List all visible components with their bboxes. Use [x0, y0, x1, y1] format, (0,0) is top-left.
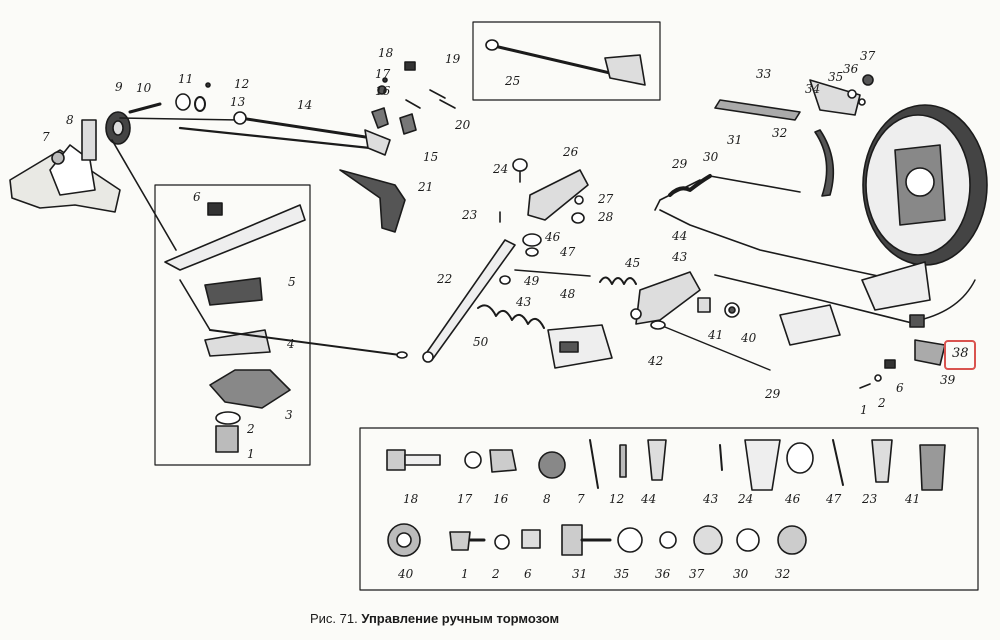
callout-15: 15 [423, 150, 439, 164]
inset-box-25 [472, 21, 661, 101]
part-label-18: 18 [403, 492, 419, 506]
callout-32: 32 [772, 126, 788, 140]
part-label-41: 41 [905, 492, 921, 506]
callout-17: 17 [375, 67, 391, 81]
highlight-box-38 [944, 340, 976, 370]
callout-6b: 6 [896, 381, 904, 395]
part-label-12: 12 [609, 492, 625, 506]
callout-25: 25 [505, 74, 521, 88]
part-label-7: 7 [577, 492, 585, 506]
callout-26: 26 [563, 145, 579, 159]
callout-38: 38 [952, 346, 969, 361]
pulley-lever [105, 82, 241, 251]
part-label-31: 31 [572, 567, 588, 581]
bracket-parts [371, 61, 456, 135]
callout-7: 7 [42, 130, 50, 144]
part-label-2: 2 [492, 567, 500, 581]
part-label-36: 36 [655, 567, 671, 581]
part-label-32: 32 [775, 567, 791, 581]
part-label-35: 35 [614, 567, 630, 581]
callout-28: 28 [598, 210, 614, 224]
callout-48: 48 [560, 287, 576, 301]
part-label-46: 46 [785, 492, 801, 506]
callout-24: 24 [493, 162, 509, 176]
inset-box-mount [154, 184, 408, 466]
callout-36: 36 [843, 62, 859, 76]
callout-6: 6 [193, 190, 201, 204]
callout-19: 19 [445, 52, 461, 66]
callout-3: 3 [285, 408, 293, 422]
figure-caption: Рис. 71. Управление ручным тормозом [310, 611, 559, 626]
callout-31: 31 [727, 133, 743, 147]
callout-21: 21 [418, 180, 434, 194]
part-label-16: 16 [493, 492, 509, 506]
callout-22: 22 [437, 272, 453, 286]
callout-2: 2 [247, 422, 255, 436]
part-label-40: 40 [398, 567, 414, 581]
lever-42 [599, 271, 771, 371]
callout-35: 35 [828, 70, 844, 84]
rod-14 [178, 111, 406, 233]
callout-11: 11 [178, 72, 194, 86]
callout-50: 50 [473, 335, 489, 349]
callout-29: 29 [672, 157, 688, 171]
caption-prefix: Рис. 71. [310, 611, 358, 626]
callout-46: 46 [545, 230, 561, 244]
part-label-44: 44 [641, 492, 657, 506]
callout-39: 39 [940, 373, 956, 387]
callout-30: 30 [703, 150, 719, 164]
callout-23: 23 [462, 208, 478, 222]
callout-44: 44 [672, 229, 688, 243]
parts-panel [359, 427, 979, 591]
callout-18: 18 [378, 46, 394, 60]
callout-37: 37 [860, 49, 876, 63]
callout-14: 14 [297, 98, 313, 112]
callout-10: 10 [136, 81, 152, 95]
callout-45: 45 [625, 256, 641, 270]
callout-12: 12 [234, 77, 250, 91]
part-label-30: 30 [733, 567, 749, 581]
callout-5: 5 [288, 275, 296, 289]
callout-4: 4 [287, 337, 295, 351]
callout-43b: 43 [516, 295, 532, 309]
lever-22 [422, 239, 613, 369]
callout-1: 1 [247, 447, 255, 461]
part-label-24: 24 [738, 492, 754, 506]
callout-20: 20 [455, 118, 471, 132]
callout-13: 13 [230, 95, 246, 109]
brake-drum [714, 74, 988, 389]
callout-27: 27 [598, 192, 614, 206]
cable-29 [654, 174, 976, 328]
callout-34: 34 [805, 82, 821, 96]
callout-43: 43 [672, 250, 688, 264]
part-label-17: 17 [457, 492, 473, 506]
part-label-23: 23 [862, 492, 878, 506]
callout-42: 42 [648, 354, 664, 368]
callout-47: 47 [560, 245, 576, 259]
callout-2b: 2 [878, 396, 886, 410]
callout-40: 40 [741, 331, 757, 345]
base-plate [9, 119, 121, 213]
callout-49: 49 [524, 274, 540, 288]
caption-title: Управление ручным тормозом [361, 611, 560, 626]
callout-9: 9 [115, 80, 123, 94]
part-label-8: 8 [543, 492, 551, 506]
part-label-43: 43 [703, 492, 719, 506]
callout-33: 33 [756, 67, 772, 81]
part-label-6: 6 [524, 567, 532, 581]
callout-16: 16 [375, 84, 391, 98]
callout-41: 41 [708, 328, 724, 342]
callout-8: 8 [66, 113, 74, 127]
callout-29b: 29 [765, 387, 781, 401]
part-label-37: 37 [689, 567, 705, 581]
part-label-1: 1 [461, 567, 469, 581]
callout-1b: 1 [860, 403, 868, 417]
link-plate-26 [499, 158, 591, 285]
part-label-47: 47 [826, 492, 842, 506]
